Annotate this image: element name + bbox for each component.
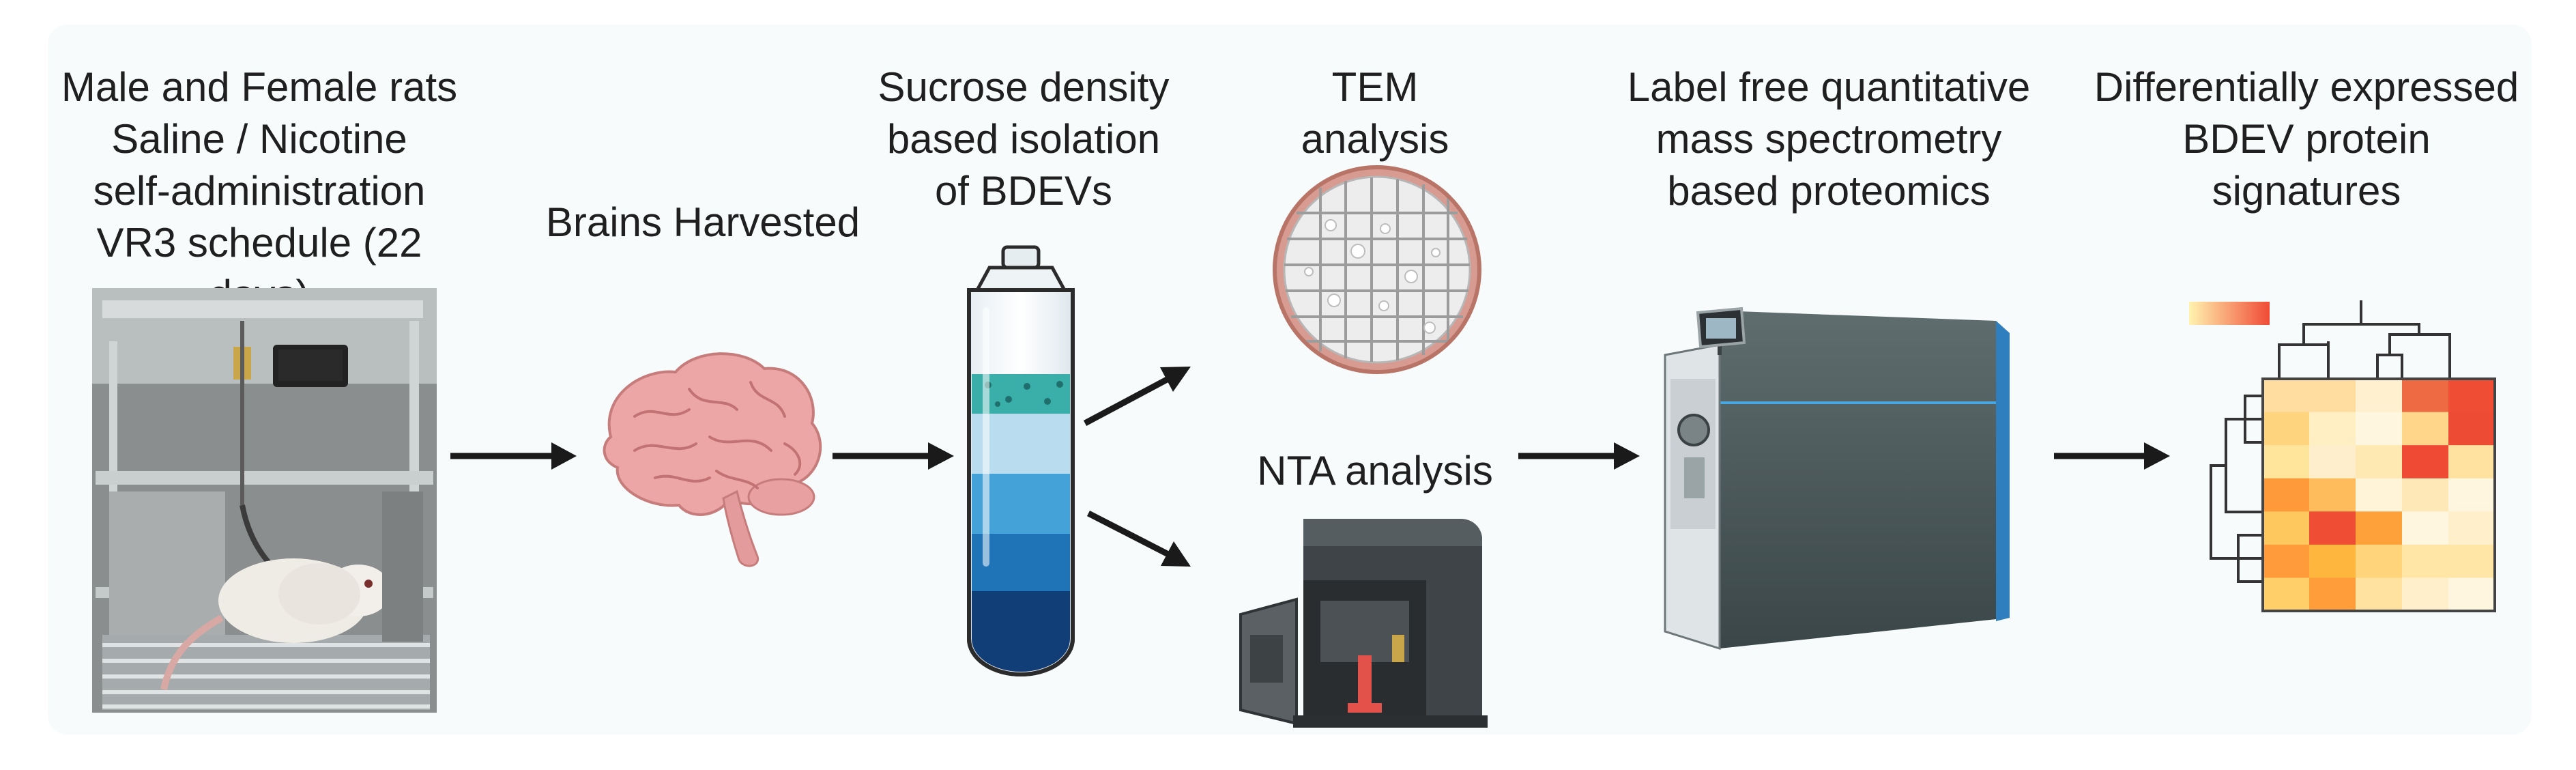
heatmap-cell [2402,511,2449,545]
heatmap-cell [2402,578,2449,612]
heatmap-cell [2263,578,2310,612]
heatmap-cell [2448,511,2495,545]
heatmap-cell [2402,412,2449,446]
heatmap-figure [2189,300,2496,612]
arrow-to-heatmap [2054,442,2170,470]
heatmap-cell [2263,511,2310,545]
label-proteomics: Label free quantitative mass spectrometr… [1627,64,2031,214]
column-dendrogram [2278,300,2451,379]
heatmap-cell [2448,544,2495,578]
tem-grid-icon [1273,165,1481,374]
arrow-rats-to-brain [450,442,577,470]
label-isolation: Sucrose density based isolation of BDEVs [878,64,1170,214]
heatmap-cell [2402,379,2449,413]
arrow-brain-to-tube [833,442,954,470]
heatmap-cell [2263,544,2310,578]
heatmap-cell [2309,412,2356,446]
heatmap-cell [2356,379,2403,413]
heatmap-cell [2309,478,2356,512]
heatmap-cell [2263,478,2310,512]
brain-icon [603,352,822,567]
heatmap-cell [2448,412,2495,446]
row-dendrogram [2210,395,2262,583]
label-rats: Male and Female rats Saline / Nicotine s… [61,64,458,317]
arrow-to-massspec [1518,442,1640,470]
label-tem: TEM analysis [1301,64,1449,162]
arrow-tube-to-tem [1083,367,1191,426]
sucrose-gradient-tube [967,245,1075,676]
heatmap-cell [2402,445,2449,479]
heatmap-cell [2309,379,2356,413]
heatmap-cell [2448,379,2495,413]
heatmap-cell [2263,412,2310,446]
label-nta: NTA analysis [1257,448,1493,494]
heatmap-cell [2356,578,2403,612]
heatmap-cell [2402,544,2449,578]
heatmap-cell [2356,478,2403,512]
nta-instrument-icon [1239,519,1488,728]
heatmap-cell [2356,511,2403,545]
label-signatures: Differentially expressed BDEV protein si… [2094,64,2519,214]
heatmap-cell [2402,478,2449,512]
heatmap-color-legend [2189,302,2270,325]
label-brains: Brains Harvested [545,199,860,245]
heatmap-cell [2448,445,2495,479]
rat-photo [92,288,437,713]
heatmap-cell [2309,511,2356,545]
heatmap-cell [2263,379,2310,413]
heatmap-cell [2356,445,2403,479]
mass-spectrometer-icon [1664,306,2010,651]
heatmap-cell [2309,578,2356,612]
heatmap-cell [2356,544,2403,578]
heatmap-cell [2448,578,2495,612]
arrow-tube-to-nta [1086,510,1191,567]
heatmap-cell [2448,478,2495,512]
heatmap-cell [2309,544,2356,578]
heatmap-cell [2356,412,2403,446]
heatmap-cell [2309,445,2356,479]
heatmap-cell [2263,445,2310,479]
